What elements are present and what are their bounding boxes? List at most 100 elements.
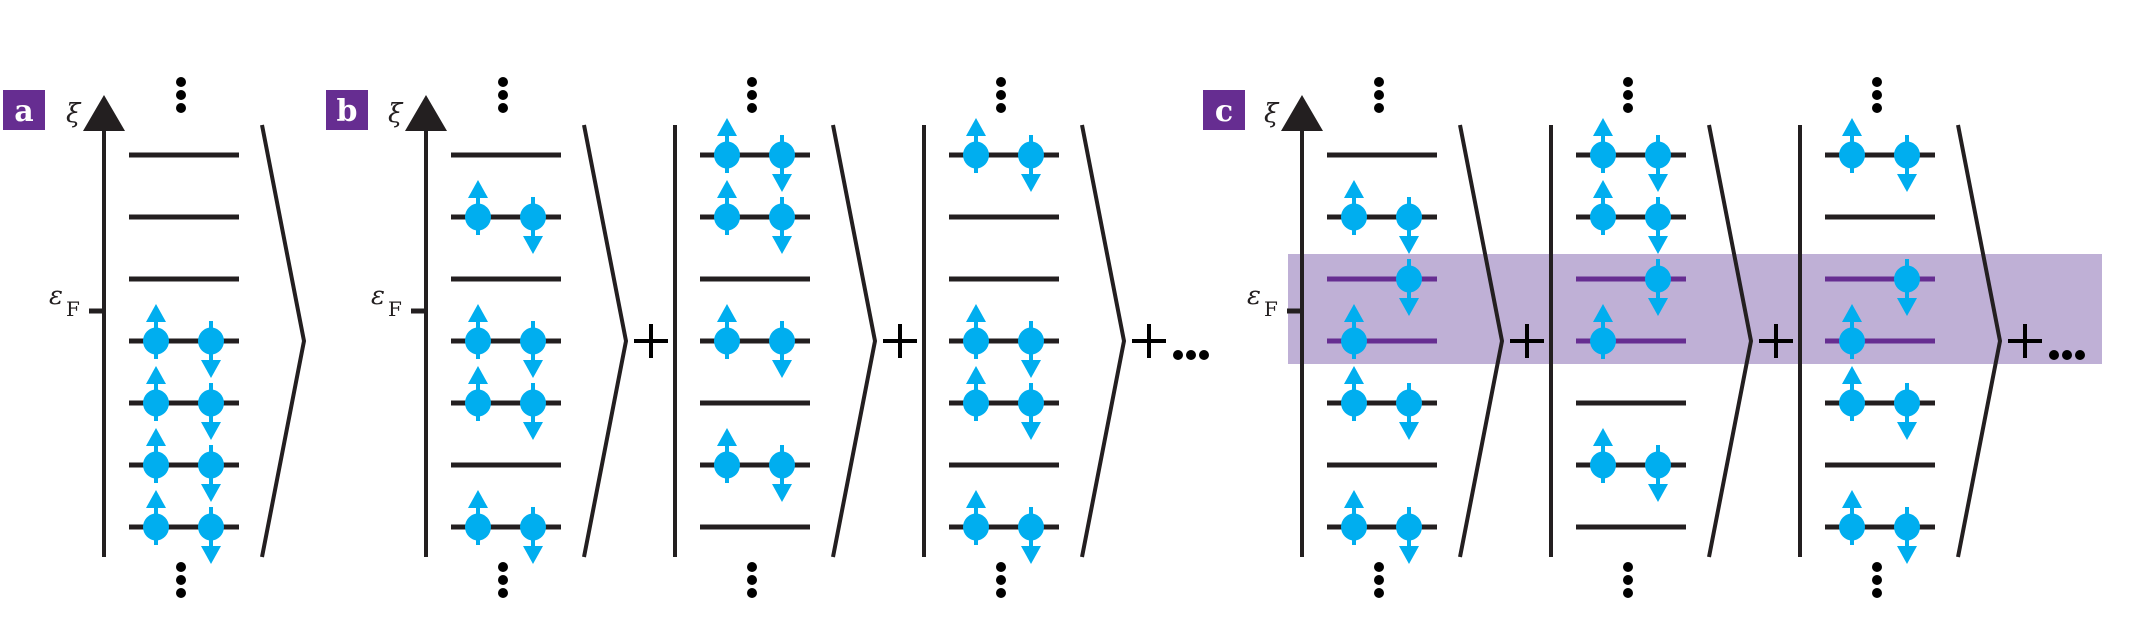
spin-up-electron — [465, 180, 491, 235]
down-arrow-icon — [1021, 546, 1041, 564]
up-arrow-icon — [146, 304, 166, 322]
up-arrow-icon — [1593, 180, 1613, 198]
up-arrow-icon — [717, 180, 737, 198]
electron-dot — [1894, 513, 1920, 541]
ellipsis-dot — [176, 562, 186, 572]
electron-dot — [1396, 203, 1422, 231]
vertical-ellipsis-top — [747, 77, 757, 113]
panel-label-box — [1203, 90, 1245, 130]
electron-dot — [1839, 389, 1865, 417]
term-2 — [673, 118, 917, 558]
up-arrow-icon — [1842, 118, 1862, 136]
spin-down-electron — [1894, 259, 1920, 316]
electron-dot — [1341, 389, 1367, 417]
vertical-ellipsis-bottom — [1872, 562, 1882, 598]
up-arrow-icon — [1344, 180, 1364, 198]
up-arrow-icon — [966, 490, 986, 508]
spin-down-electron — [520, 197, 546, 254]
ellipsis-dot — [1872, 103, 1882, 113]
spin-up-electron — [465, 304, 491, 359]
electron-dot — [1839, 141, 1865, 169]
electron-dot — [963, 141, 989, 169]
spin-up-electron — [1590, 428, 1616, 483]
spin-up-electron — [1839, 490, 1865, 545]
down-arrow-icon — [1648, 236, 1668, 254]
vertical-ellipsis-bottom — [176, 562, 186, 598]
ellipsis-dot — [498, 77, 508, 87]
trailing-ellipsis — [2049, 350, 2085, 360]
ellipsis-dot — [1623, 103, 1633, 113]
electron-dot — [714, 203, 740, 231]
highlight-band-layer — [1288, 254, 2102, 364]
down-arrow-icon — [1648, 298, 1668, 316]
up-arrow-icon — [966, 366, 986, 384]
panel-label: a — [14, 94, 33, 129]
spin-up-electron — [465, 490, 491, 545]
ellipsis-dot — [1623, 588, 1633, 598]
ellipsis-dot — [996, 575, 1006, 585]
spin-down-electron — [1894, 383, 1920, 440]
spin-down-electron — [769, 321, 795, 378]
electron-dot — [520, 513, 546, 541]
term-3 — [1798, 118, 2085, 564]
electron-dot — [963, 513, 989, 541]
vertical-ellipsis-top — [996, 77, 1006, 113]
ellipsis-dot — [2075, 350, 2085, 360]
ellipsis-dot — [1872, 588, 1882, 598]
down-arrow-icon — [1897, 422, 1917, 440]
spin-up-electron — [143, 490, 169, 545]
term-3 — [922, 118, 1209, 564]
electron-dot — [465, 513, 491, 541]
electron-dot — [1590, 203, 1616, 231]
down-arrow-icon — [1648, 174, 1668, 192]
spin-down-electron — [198, 507, 224, 564]
ellipsis-dot — [498, 90, 508, 100]
electron-dot — [963, 389, 989, 417]
ellipsis-dot — [1374, 77, 1384, 87]
spin-down-electron — [198, 383, 224, 440]
ellipsis-dot — [176, 90, 186, 100]
electron-dot — [143, 513, 169, 541]
axis-arrow-icon — [83, 95, 125, 131]
ellipsis-dot — [176, 103, 186, 113]
electron-dot — [1894, 141, 1920, 169]
down-arrow-icon — [523, 236, 543, 254]
panel-label: c — [1215, 94, 1233, 129]
spin-up-electron — [1341, 180, 1367, 235]
electron-dot — [1396, 389, 1422, 417]
electron-dot — [465, 203, 491, 231]
electron-dot — [1341, 327, 1367, 355]
term-2 — [1549, 118, 1793, 558]
ellipsis-dot — [1374, 588, 1384, 598]
electron-dot — [465, 327, 491, 355]
electron-dot — [143, 389, 169, 417]
electron-dot — [1839, 327, 1865, 355]
up-arrow-icon — [1842, 304, 1862, 322]
spin-up-electron — [714, 180, 740, 235]
vertical-ellipsis-bottom — [996, 562, 1006, 598]
ellipsis-dot — [1623, 90, 1633, 100]
electron-dot — [198, 513, 224, 541]
up-arrow-icon — [146, 428, 166, 446]
down-arrow-icon — [772, 236, 792, 254]
fermi-energy-label: ε — [49, 281, 63, 311]
spin-up-electron — [714, 304, 740, 359]
down-arrow-icon — [201, 546, 221, 564]
ellipsis-dot — [1872, 77, 1882, 87]
spin-up-electron — [1341, 490, 1367, 545]
spin-down-electron — [1018, 383, 1044, 440]
ellipsis-dot — [1374, 103, 1384, 113]
vertical-ellipsis-top — [1872, 77, 1882, 113]
ellipsis-dot — [1199, 350, 1209, 360]
spin-down-electron — [1018, 135, 1044, 192]
down-arrow-icon — [1648, 484, 1668, 502]
electron-dot — [769, 451, 795, 479]
electron-dot — [1396, 265, 1422, 293]
vertical-ellipsis-top — [1623, 77, 1633, 113]
electron-dot — [198, 451, 224, 479]
term-1 — [451, 124, 668, 564]
ellipsis-dot — [747, 77, 757, 87]
spin-up-electron — [1341, 366, 1367, 421]
